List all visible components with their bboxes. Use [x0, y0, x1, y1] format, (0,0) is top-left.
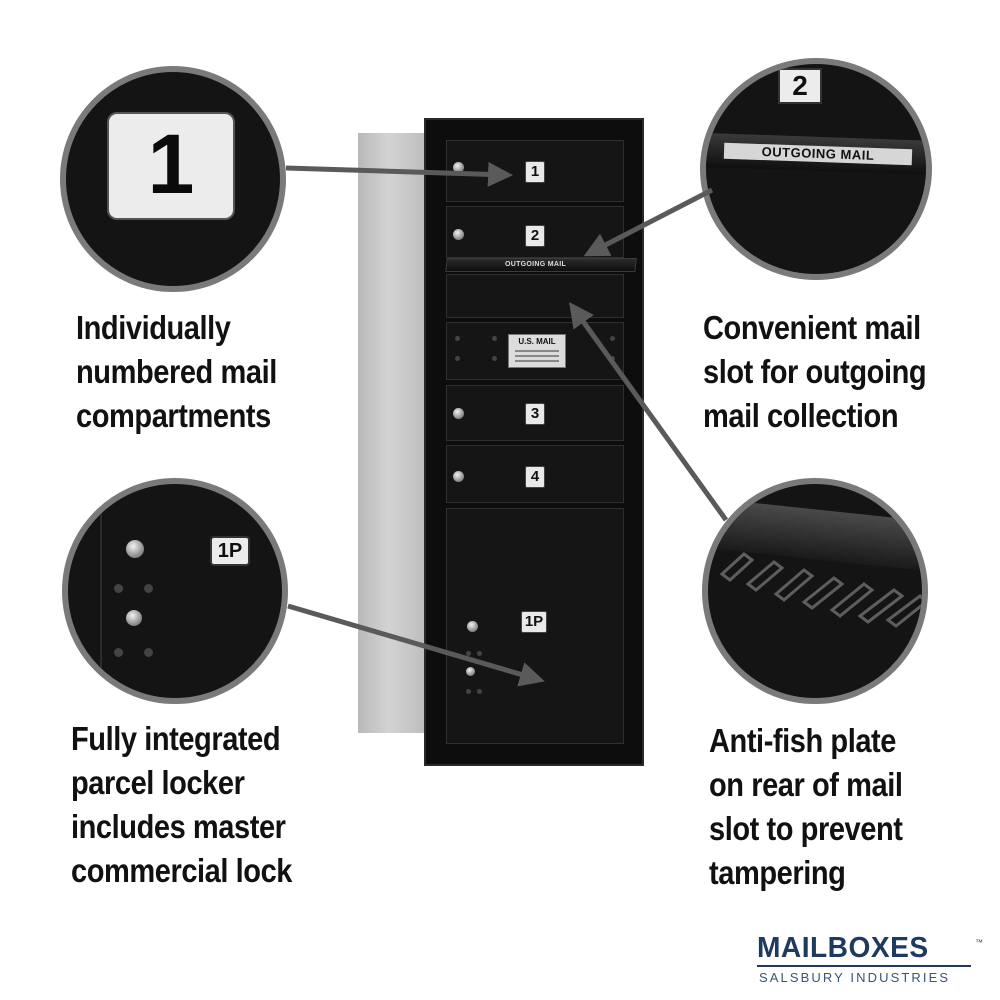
parcel-rivet	[477, 651, 482, 656]
parcel-rivet	[466, 689, 471, 694]
numbered-compartment-zoom: 1	[60, 66, 286, 292]
panel-rivet	[492, 336, 497, 341]
door-lock-icon	[453, 229, 464, 240]
door-lock-icon	[453, 408, 464, 419]
panel-rivet	[455, 356, 460, 361]
door-number-tag: 3	[525, 403, 545, 425]
anti-fish-plate-zoom	[702, 478, 928, 704]
feature-outgoing-text: Convenient mail slot for outgoing mail c…	[703, 309, 927, 434]
parcel-lock-icon	[467, 621, 478, 632]
logo-tagline: SALSBURY INDUSTRIES	[759, 970, 951, 985]
zoom-number-label: 1	[147, 117, 195, 211]
door-lock-icon	[453, 471, 464, 482]
feature-parcel-text: Fully integrated parcel locker includes …	[71, 720, 293, 889]
panel-rivet	[455, 336, 460, 341]
zoom-master-lock-icon	[126, 610, 142, 626]
zoom-parcel-number: 1P	[210, 536, 250, 566]
parcel-number-tag: 1P	[521, 611, 547, 633]
parcel-rivet	[466, 651, 471, 656]
us-mail-plate: U.S. MAIL	[508, 334, 566, 368]
panel-rivet	[610, 336, 615, 341]
zoom-lock-icon	[126, 540, 144, 558]
master-lock-icon	[466, 667, 475, 676]
logo-trademark: ™	[975, 938, 983, 947]
anti-fish-slots	[719, 552, 922, 628]
slot-panel	[446, 274, 624, 318]
outgoing-slot-zoom: 2 OUTGOING MAIL	[700, 58, 932, 280]
door-number-tag: 2	[525, 225, 545, 247]
door-number-tag: 4	[525, 466, 545, 488]
parcel-rivet	[477, 689, 482, 694]
door-number-tag: 1	[525, 161, 545, 183]
panel-rivet	[610, 356, 615, 361]
zoom-number-tag	[107, 112, 235, 220]
mailbox-side-panel	[358, 133, 426, 733]
feature-numbered-text: Individually numbered mail compartments	[76, 309, 277, 434]
logo-divider	[757, 965, 971, 967]
door-lock-icon	[453, 162, 464, 173]
parcel-lock-zoom: 1P	[62, 478, 288, 704]
us-mail-plate-title: U.S. MAIL	[518, 337, 556, 346]
logo-brand-name: MAILBOXES	[757, 932, 929, 964]
panel-rivet	[492, 356, 497, 361]
zoom-door-number: 2	[778, 68, 822, 104]
slot-label: OUTGOING MAIL	[505, 261, 567, 268]
feature-antifish-text: Anti-fish plate on rear of mail slot to …	[709, 722, 903, 891]
